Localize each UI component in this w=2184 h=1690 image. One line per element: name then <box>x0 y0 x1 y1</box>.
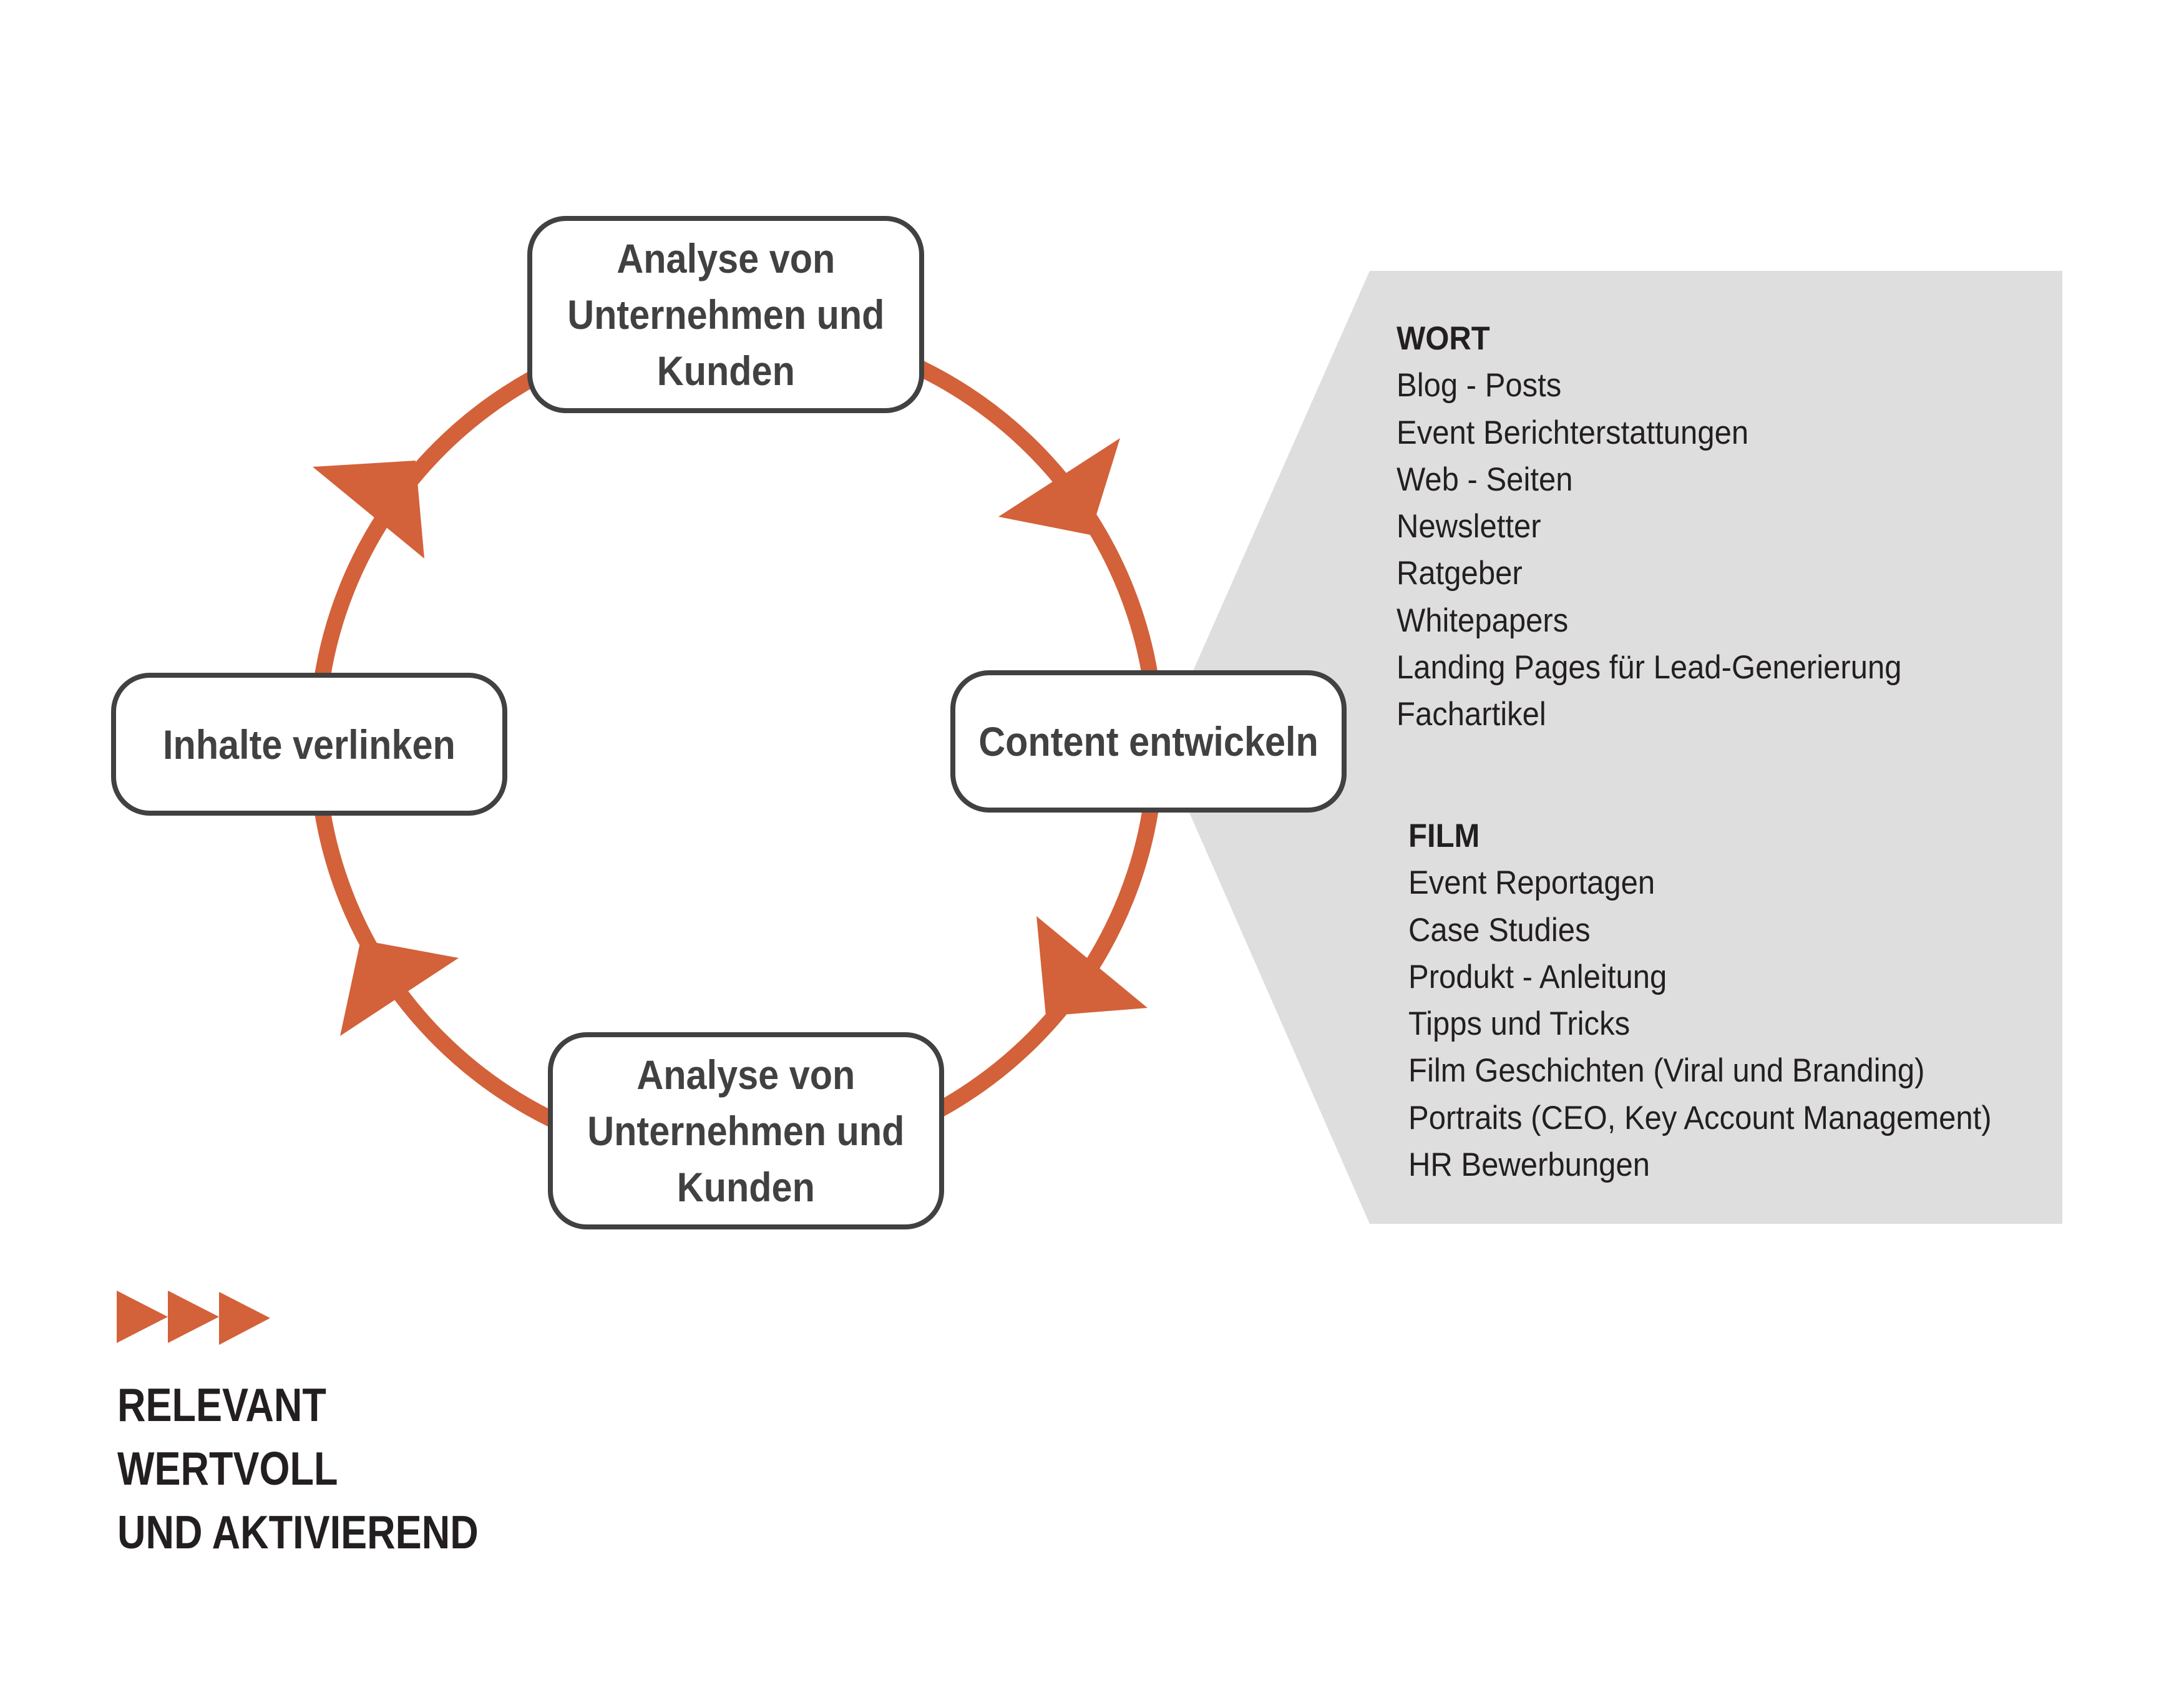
node-line: Kunden <box>676 1164 816 1210</box>
play-arrow-2-icon <box>168 1291 219 1343</box>
node-analyse-bottom-label: Analyse von Unternehmen und Kunden <box>587 1047 904 1215</box>
tagline-line: WERTVOLL <box>117 1442 338 1495</box>
list-item: Landing Pages für Lead-Generierung <box>1397 649 1902 686</box>
list-item: Case Studies <box>1408 911 1591 949</box>
node-analyse-bottom: Analyse von Unternehmen und Kunden <box>548 1032 944 1229</box>
node-analyse-top-label: Analyse von Unternehmen und Kunden <box>567 230 884 399</box>
list-item: Event Reportagen <box>1408 864 1655 902</box>
arrowhead-bottom-right-icon <box>1036 916 1148 1016</box>
node-line: Kunden <box>656 348 795 394</box>
node-line: Unternehmen und <box>587 1108 905 1154</box>
node-line: Analyse von <box>617 235 835 281</box>
list-item: Blog - Posts <box>1397 367 1562 404</box>
arrowhead-top-left-icon <box>313 461 424 559</box>
node-line: Content entwickeln <box>978 718 1319 764</box>
tagline-line: RELEVANT <box>117 1379 326 1431</box>
list-item: Newsletter <box>1397 508 1541 545</box>
wort-heading: WORT <box>1397 320 1490 357</box>
node-analyse-top: Analyse von Unternehmen und Kunden <box>527 216 924 413</box>
node-content-entwickeln: Content entwickeln <box>950 670 1347 813</box>
list-item: HR Bewerbungen <box>1408 1146 1650 1184</box>
node-content-entwickeln-label: Content entwickeln <box>978 713 1319 769</box>
triple-play-arrows-icon <box>117 1291 270 1345</box>
node-inhalte-verlinken: Inhalte verlinken <box>111 673 507 816</box>
list-item: Tipps und Tricks <box>1408 1005 1631 1043</box>
film-heading: FILM <box>1408 818 1480 854</box>
film-list: FILM Event Reportagen Case Studies Produ… <box>1408 813 1992 1188</box>
play-arrow-1-icon <box>117 1291 168 1343</box>
list-item: Fachartikel <box>1397 696 1546 733</box>
list-item: Portraits (CEO, Key Account Management) <box>1408 1099 1992 1136</box>
list-item: Ratgeber <box>1397 555 1523 592</box>
node-line: Unternehmen und <box>567 291 885 338</box>
play-arrow-3-icon <box>219 1292 270 1345</box>
node-line: Inhalte verlinken <box>163 721 456 768</box>
list-item: Film Geschichten (Viral und Branding) <box>1408 1052 1925 1090</box>
content-types-panel-shape <box>1160 271 2062 1224</box>
tagline: RELEVANT WERTVOLL UND AKTIVIEREND <box>117 1373 479 1564</box>
arrowhead-top-right-icon <box>998 438 1120 535</box>
list-item: Produkt - Anleitung <box>1408 958 1667 995</box>
tagline-line: UND AKTIVIEREND <box>117 1506 479 1558</box>
list-item: Web - Seiten <box>1397 461 1573 498</box>
node-line: Analyse von <box>636 1052 856 1098</box>
node-inhalte-verlinken-label: Inhalte verlinken <box>163 716 456 773</box>
wort-list: WORT Blog - Posts Event Berichterstattun… <box>1397 315 1901 738</box>
list-item: Whitepapers <box>1397 602 1569 639</box>
list-item: Event Berichterstattungen <box>1397 414 1749 451</box>
arrowhead-bottom-left-icon <box>340 940 459 1036</box>
